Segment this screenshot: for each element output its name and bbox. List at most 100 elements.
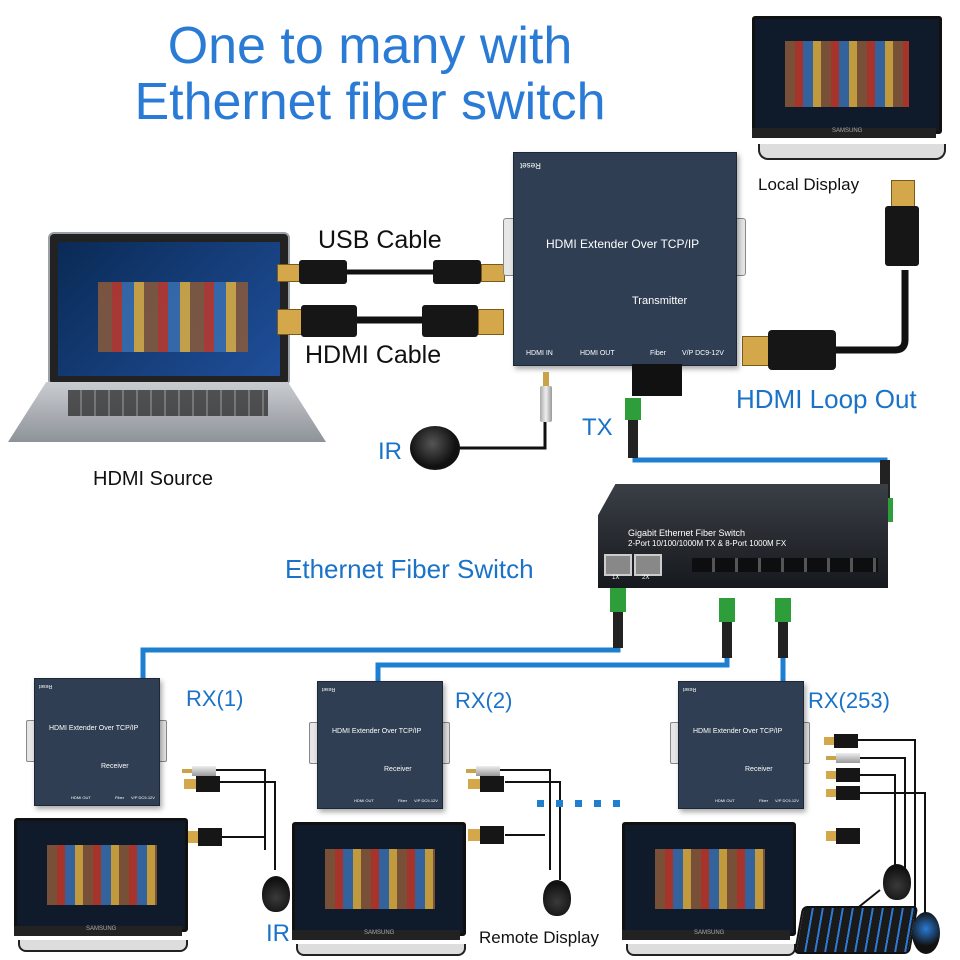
hdmi-cable-label: HDMI Cable: [305, 341, 442, 369]
tx-label: TX: [582, 414, 613, 441]
rx1-product: HDMI Extender Over TCP/IP: [49, 725, 139, 732]
monitor-bezel: SAMSUNG: [14, 926, 182, 936]
local-display-label: Local Display: [758, 175, 860, 194]
rx1-label: RX(1): [186, 686, 244, 711]
rx2-product: HDMI Extender Over TCP/IP: [332, 728, 422, 735]
tx-fiber-connector: [625, 398, 641, 458]
ir-receiver-rx2: [543, 880, 571, 916]
rx2-audio-plug: [466, 764, 500, 778]
ethernet-fiber-switch-label: Ethernet Fiber Switch: [285, 554, 534, 584]
keyboard-icon: [793, 906, 919, 954]
switch-out-connector-1: [610, 588, 626, 648]
ir-top-wire: [455, 420, 547, 450]
switch-port-1-label: 1X: [612, 575, 620, 581]
rx253-usb-plug-1: [824, 734, 858, 748]
tx-port-hdmi-in: HDMI IN: [526, 350, 553, 357]
rx253-audio-plug: [826, 752, 860, 764]
diagram-title: One to many with Ethernet fiber switch: [60, 18, 680, 130]
rx2-label: RX(2): [455, 688, 513, 713]
mouse-icon: [912, 912, 940, 954]
hdmi-loop-out-label: HDMI Loop Out: [736, 384, 917, 414]
ir-receiver-rx253: [883, 864, 911, 900]
switch-port-2-label: 2X: [642, 575, 650, 581]
tx-product-label: HDMI Extender Over TCP/IP: [546, 237, 700, 251]
tx-role-label: Transmitter: [632, 295, 688, 307]
hdmi-loop-plug: [742, 330, 836, 370]
rx253-usb-plug-2: [826, 768, 860, 782]
ir-audio-jack: [540, 372, 552, 422]
rx1-hdmi-plug: [186, 828, 222, 846]
rx1-reset: Reset: [39, 683, 53, 689]
rx253-port-hdmi-out: HDMI OUT: [715, 798, 735, 803]
rx1-port-fiber: Fiber: [115, 795, 125, 800]
monitor-bezel: SAMSUNG: [292, 930, 460, 940]
rx253-label: RX(253): [808, 688, 890, 713]
rx2-port-hdmi-out: HDMI OUT: [354, 798, 374, 803]
rx1-usb-plug: [184, 776, 220, 792]
monitor-screen: [622, 822, 796, 936]
ethernet-fiber-switch: Gigabit Ethernet Fiber Switch 2-Port 10/…: [598, 484, 888, 588]
tx-sfp-module: [632, 364, 682, 396]
tx-port-fiber: Fiber: [650, 350, 666, 357]
remote-display-label: Remote Display: [479, 928, 599, 947]
hdmi-plug-left: [277, 305, 357, 337]
hdmi-source-label: HDMI Source: [93, 468, 214, 490]
rx253-port-power: V/P DC9-12V: [775, 798, 799, 803]
rx1-port-hdmi-out: HDMI OUT: [71, 795, 91, 800]
monitor-screen: [14, 818, 188, 932]
usb-cable-label: USB Cable: [318, 226, 442, 254]
laptop: [8, 232, 326, 442]
switch-spec: 2-Port 10/100/1000M TX & 8-Port 1000M FX: [628, 539, 787, 548]
switch-out-connector-2: [719, 598, 735, 658]
rx253-port-fiber: Fiber: [759, 798, 769, 803]
rx2-usb-plug: [468, 776, 504, 792]
rx2-reset: Reset: [322, 686, 336, 692]
local-display-monitor: SAMSUNG: [752, 16, 946, 166]
rx253-hdmi-plug: [826, 828, 860, 844]
remote-monitor-3: SAMSUNG: [622, 822, 796, 958]
rx253-usb-plug-3: [826, 786, 860, 800]
rx1-role: Receiver: [101, 763, 129, 770]
rx2-port-power: V/P DC9-12V: [414, 798, 438, 803]
switch-rj45-port-1: [604, 554, 632, 576]
hdmi-plug-right: [422, 305, 504, 337]
monitor-stand: [296, 944, 466, 956]
switch-out-connector-3: [775, 598, 791, 658]
rx1-audio-plug: [182, 764, 216, 778]
ir-bottom-label: IR: [266, 920, 290, 947]
switch-sfp-ports: [692, 558, 878, 572]
rx253-role: Receiver: [745, 766, 773, 773]
ir-receiver-top: [410, 426, 460, 470]
monitor-stand: [18, 940, 188, 952]
tx-port-power: V/P DC9-12V: [682, 350, 724, 357]
rx253-product: HDMI Extender Over TCP/IP: [693, 728, 783, 735]
receiver-253-box: Reset HDMI Extender Over TCP/IP Receiver…: [678, 681, 804, 809]
monitor-screen: [752, 16, 942, 134]
tx-port-hdmi-out: HDMI OUT: [580, 350, 615, 357]
usb-plug-right: [433, 260, 505, 284]
title-line-1: One to many with: [167, 17, 573, 75]
laptop-base: [8, 382, 326, 442]
monitor-stand: [758, 144, 946, 160]
laptop-lid: [48, 232, 290, 386]
monitor-screen: [292, 822, 466, 936]
ir-receiver-rx1: [262, 876, 290, 912]
switch-name: Gigabit Ethernet Fiber Switch: [628, 528, 746, 538]
rx2-port-fiber: Fiber: [398, 798, 408, 803]
hdmi-loop-wire: [830, 270, 909, 354]
rx2-hdmi-plug: [468, 826, 504, 844]
receiver-1-box: Reset HDMI Extender Over TCP/IP Receiver…: [34, 678, 160, 806]
usb-plug-left: [277, 260, 347, 284]
receiver-2-box: Reset HDMI Extender Over TCP/IP Receiver…: [317, 681, 443, 809]
rx253-reset: Reset: [683, 686, 697, 692]
dotted-separator: [537, 800, 620, 807]
hdmi-plug-vertical: [885, 180, 919, 266]
rx1-port-power: V/P DC9-12V: [131, 795, 155, 800]
ir-top-label: IR: [378, 438, 402, 465]
remote-monitor-2: SAMSUNG: [292, 822, 466, 958]
monitor-stand: [626, 944, 796, 956]
monitor-bezel: SAMSUNG: [752, 128, 936, 138]
tx-reset-label: Reset: [520, 161, 541, 170]
remote-monitor-1: SAMSUNG: [14, 818, 188, 954]
rx2-role: Receiver: [384, 766, 412, 773]
